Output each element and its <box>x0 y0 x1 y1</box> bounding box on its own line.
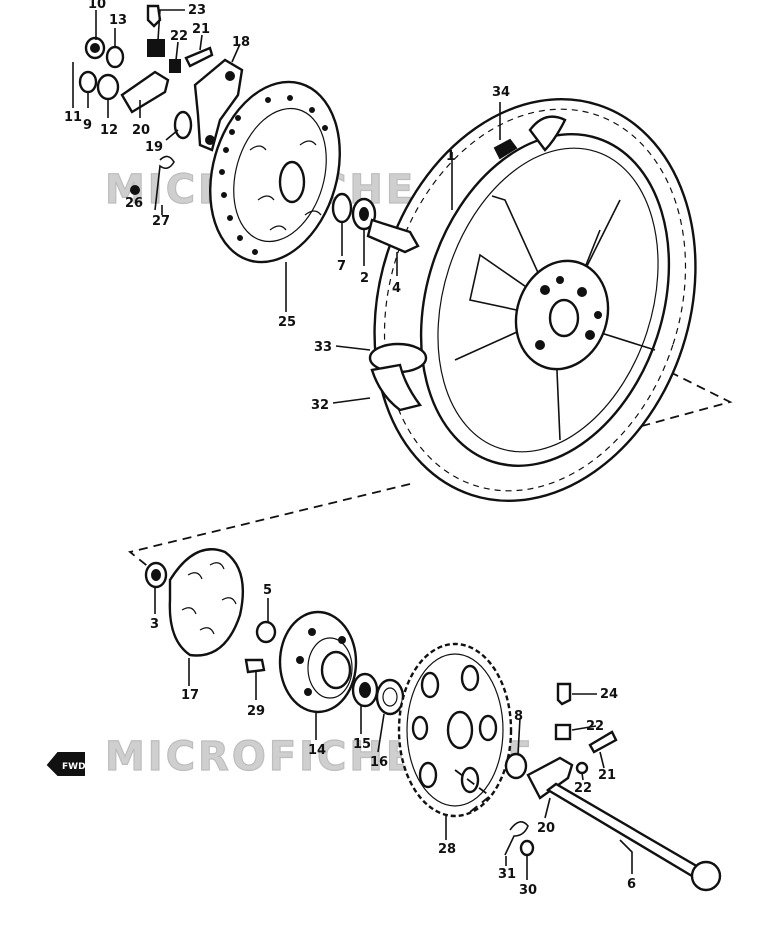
callout-22: 22 <box>170 29 188 44</box>
callout-24: 24 <box>600 687 618 702</box>
callout-22-small: 22 <box>574 781 592 796</box>
bolt-21-lower <box>588 730 618 754</box>
callout-16: 16 <box>370 755 388 770</box>
callout-9: 9 <box>83 118 92 133</box>
callout-30: 30 <box>519 883 537 898</box>
rim-inner <box>437 147 659 453</box>
callout-14: 14 <box>308 743 326 758</box>
bolt-21 <box>184 46 214 68</box>
ground-plane-lines <box>128 371 733 569</box>
caliper-bracket <box>193 58 244 152</box>
brake-disc-group <box>72 4 420 264</box>
callout-25: 25 <box>278 315 296 330</box>
callout-23: 23 <box>188 3 206 18</box>
front-label: FWD <box>62 762 86 772</box>
bushing-5 <box>255 620 277 644</box>
callout-26: 26 <box>125 196 143 211</box>
oil-seal-16 <box>375 678 405 716</box>
callout-33: 33 <box>314 340 332 355</box>
callout-19: 19 <box>145 140 163 155</box>
callout-20-upper: 20 <box>132 123 150 138</box>
tube <box>370 363 423 412</box>
cotter-pin-27 <box>154 155 175 211</box>
callout-1: 1 <box>446 149 455 164</box>
callout-13: 13 <box>109 13 127 28</box>
bolt-23 <box>146 4 162 28</box>
callout-18: 18 <box>232 35 250 50</box>
nut-22 <box>169 59 181 73</box>
callout-34: 34 <box>492 85 510 100</box>
nut-26 <box>130 185 140 195</box>
chain-adjuster-lower <box>526 756 574 800</box>
chain-adjuster-upper <box>120 70 170 114</box>
nut-22-lower <box>554 723 572 741</box>
washer-13 <box>105 45 125 69</box>
callout-2: 2 <box>360 271 369 286</box>
callout-7: 7 <box>337 259 346 274</box>
callout-22-lower: 22 <box>586 719 604 734</box>
sprocket-assembly <box>144 548 722 892</box>
callout-3: 3 <box>150 617 159 632</box>
callout-15: 15 <box>353 737 371 752</box>
rear-axle-6 <box>545 782 702 878</box>
washer-19 <box>173 110 193 140</box>
bolt-29 <box>244 658 266 674</box>
callout-8: 8 <box>514 709 523 724</box>
washer-12 <box>96 73 120 101</box>
callout-21-lower: 21 <box>598 768 616 783</box>
callout-28: 28 <box>438 842 456 857</box>
callouts: 10 13 23 21 22 18 11 9 12 20 19 26 27 34… <box>64 0 636 898</box>
callout-32: 32 <box>311 398 329 413</box>
callout-11: 11 <box>64 110 82 125</box>
bolt-24 <box>556 682 572 706</box>
damper-17 <box>168 548 244 657</box>
callout-27: 27 <box>152 214 170 229</box>
callout-17: 17 <box>181 688 199 703</box>
callout-31: 31 <box>498 867 516 882</box>
front-direction-indicator: FWD <box>46 752 86 776</box>
valve-stem <box>493 138 518 160</box>
callout-10: 10 <box>88 0 106 12</box>
brake-disc <box>209 80 341 264</box>
nut-30 <box>519 839 535 857</box>
spacer-8 <box>504 752 528 780</box>
callout-20-lower: 20 <box>537 821 555 836</box>
callout-4: 4 <box>392 281 401 296</box>
washer-9 <box>78 70 98 94</box>
callout-5: 5 <box>263 583 272 598</box>
leader-lines <box>72 9 633 880</box>
cotter-pin-31 <box>504 821 529 856</box>
tire-tread <box>383 108 687 492</box>
callout-21: 21 <box>192 22 210 37</box>
callout-6: 6 <box>627 877 636 892</box>
rear-wheel-assembly <box>368 98 697 502</box>
axle-spacer-4 <box>366 218 420 254</box>
spacer-7 <box>331 192 353 224</box>
callout-12: 12 <box>100 123 118 138</box>
callout-29: 29 <box>247 704 265 719</box>
